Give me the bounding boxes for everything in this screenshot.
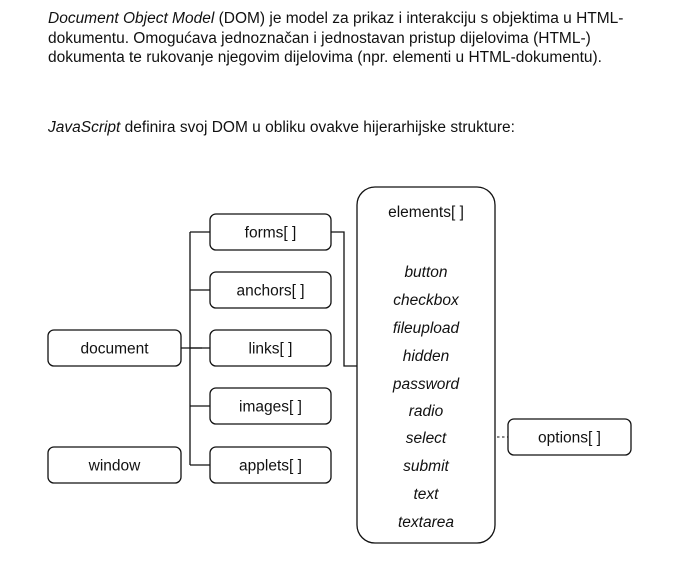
intro-paragraph: Document Object Model (DOM) je model za …: [48, 9, 668, 68]
element-item: radio: [409, 403, 444, 420]
element-item: submit: [403, 458, 449, 475]
intro-term: Document Object Model: [48, 10, 215, 27]
element-item: textarea: [398, 514, 454, 531]
options-label: options[ ]: [538, 430, 601, 447]
collection-node-forms: forms[ ]: [209, 213, 332, 251]
collection-node-links: links[ ]: [209, 329, 332, 367]
document-label: document: [80, 341, 149, 358]
collection-label-images: images[ ]: [239, 399, 302, 416]
connector-lines: [181, 231, 508, 466]
collection-node-applets: applets[ ]: [209, 446, 332, 484]
collection-node-anchors: anchors[ ]: [209, 271, 332, 309]
subtitle-text: definira svoj DOM u obliku ovakve hijera…: [120, 119, 515, 136]
intro-text: (DOM) je model za prikaz i interakciju s…: [48, 10, 624, 66]
elements-title: elements[ ]: [388, 204, 464, 221]
element-item-select: select: [406, 430, 447, 447]
elements-node: elements[ ] button checkbox fileupload h…: [356, 186, 496, 544]
element-item: button: [404, 264, 447, 281]
document-node: document: [47, 329, 182, 367]
element-item: hidden: [403, 348, 450, 365]
collection-label-links: links[ ]: [249, 341, 293, 358]
forms-to-elements-line: [331, 231, 357, 367]
collection-label-anchors: anchors[ ]: [236, 283, 304, 300]
element-item: text: [414, 486, 440, 503]
options-node: options[ ]: [507, 418, 632, 456]
element-item: checkbox: [393, 292, 460, 309]
element-item: fileupload: [393, 320, 461, 337]
subtitle-paragraph: JavaScript definira svoj DOM u obliku ov…: [48, 118, 668, 138]
window-node: window: [47, 446, 182, 484]
window-label: window: [88, 458, 141, 475]
element-item: password: [392, 376, 461, 393]
subtitle-term: JavaScript: [48, 119, 121, 136]
collection-node-images: images[ ]: [209, 387, 332, 425]
collection-label-applets: applets[ ]: [239, 458, 302, 475]
collection-label-forms: forms[ ]: [245, 225, 297, 242]
